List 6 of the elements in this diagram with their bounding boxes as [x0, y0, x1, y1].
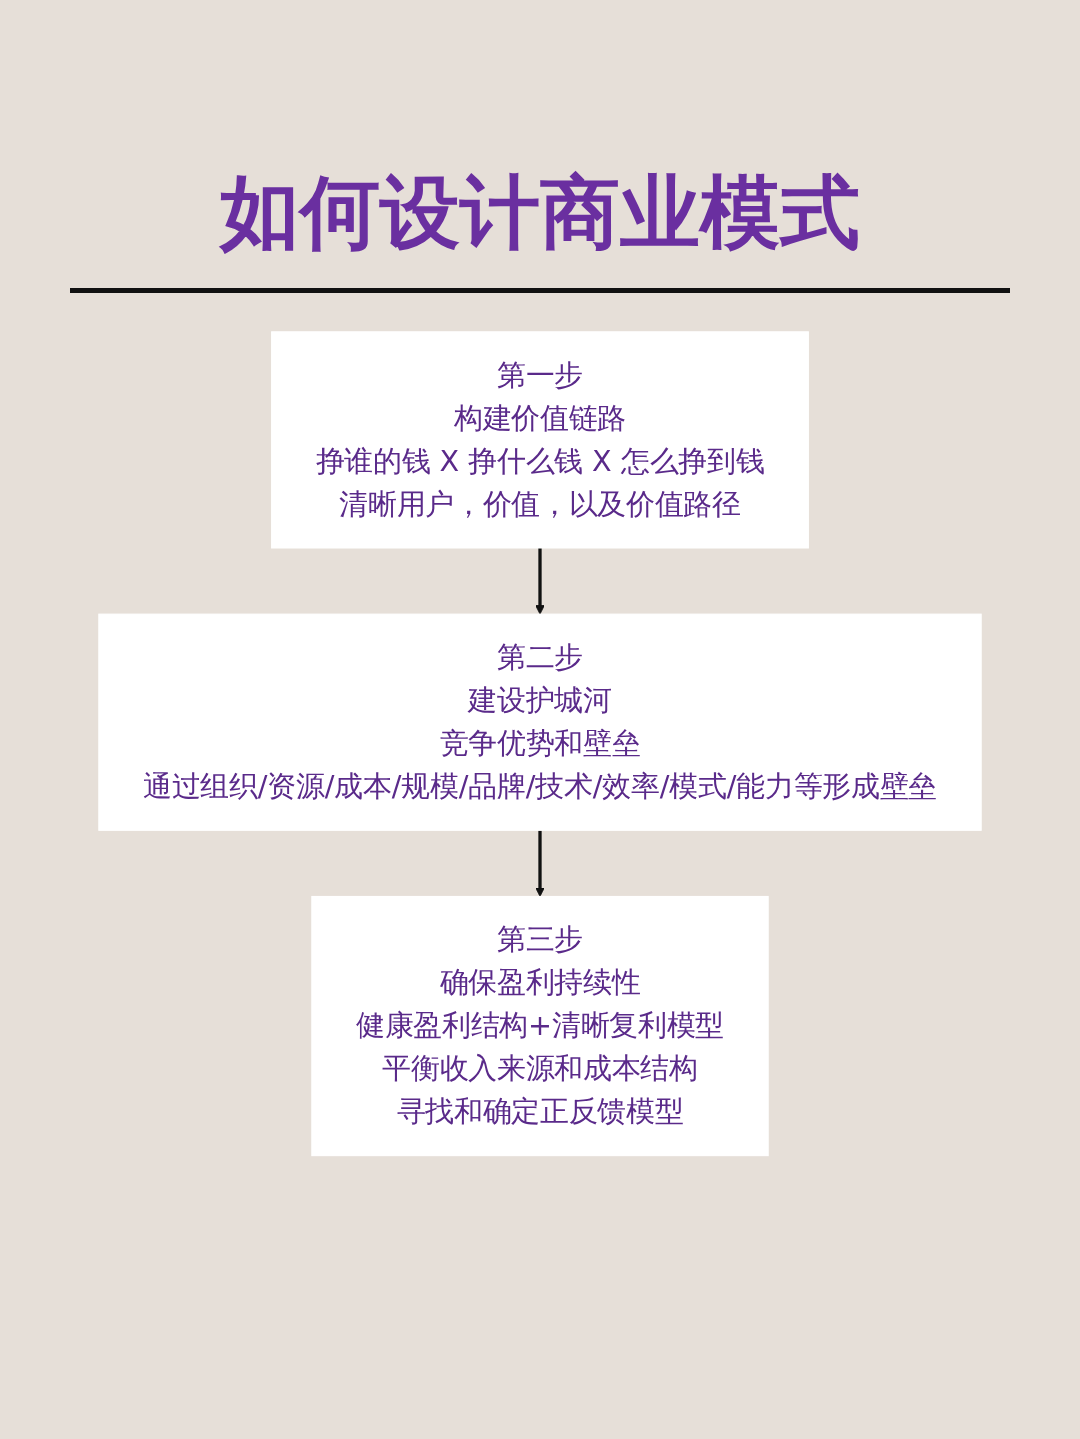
node-box: 第二步 建设护城河 竞争优势和壁垒 通过组织/资源/成本/规模/品牌/技术/效率/模式/能力等形成壁垒 — [98, 613, 982, 831]
node-box: 第一步 构建价值链路 挣谁的钱 X 挣什么钱 X 怎么挣到钱 清晰用户，价值，以及价值路径 — [271, 331, 809, 549]
arrow — [535, 548, 545, 615]
node-box: 第三步 确保盈利持续性 健康盈利结构+清晰复利模型 平衡收入来源和成本结构 寻找和确定正反馈模型 — [311, 895, 769, 1157]
title: 如何设计商业模式 — [220, 165, 860, 261]
arrow — [535, 830, 545, 897]
